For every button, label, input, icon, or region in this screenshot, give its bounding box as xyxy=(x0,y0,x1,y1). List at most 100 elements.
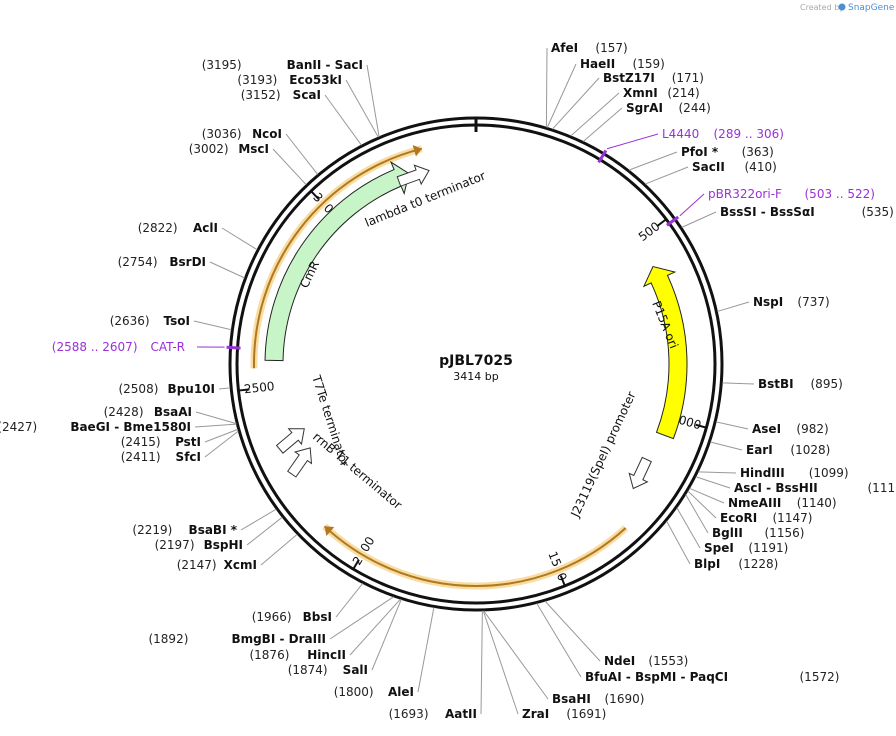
site-xcmi[interactable]: XcmI(2147) xyxy=(177,533,298,572)
site-connector xyxy=(272,148,307,186)
site-bsabi[interactable]: BsaBI *(2219) xyxy=(132,508,277,537)
site-asci-bsshii[interactable]: AscI - BssHII(1111) xyxy=(695,476,896,495)
site-bmgbi-draiii[interactable]: BmgBI - DraIII (1892) xyxy=(148,596,394,646)
primer-pbr322ori-f[interactable]: pBR322ori-F(503 .. 522) xyxy=(666,187,875,227)
site-xmni[interactable]: XmnI(214) xyxy=(570,86,700,137)
site-bsrdi[interactable]: BsrDI(2754) xyxy=(118,255,245,279)
site-bstz17i[interactable]: BstZ17I(171) xyxy=(552,71,704,130)
site-name: AleI xyxy=(388,685,414,699)
site-name: SgrAI xyxy=(626,101,663,115)
site-blpi[interactable]: BlpI(1228) xyxy=(666,520,779,571)
site-name: BsaBI * xyxy=(189,523,238,537)
site-eari[interactable]: EarI(1028) xyxy=(710,441,830,457)
site-position: (1228) xyxy=(738,557,778,571)
site-asei[interactable]: AseI (982) xyxy=(716,421,829,436)
site-baegi-bme1580i[interactable]: BaeGI - Bme1580I(2427) xyxy=(0,420,237,434)
site-bstbi[interactable]: BstBI(895) xyxy=(722,377,843,391)
site-sgrai[interactable]: SgrAI(244) xyxy=(582,101,711,142)
site-position: (2636) xyxy=(110,314,150,328)
site-name: BanII - SacI xyxy=(287,58,363,72)
site-position: (2428) xyxy=(104,405,144,419)
credit-text: Created by xyxy=(800,3,844,12)
site-name: BstBI xyxy=(758,377,794,391)
site-name: MscI xyxy=(238,142,269,156)
site-scai[interactable]: ScaI(3152) xyxy=(241,88,362,146)
primer-mark xyxy=(597,149,608,164)
site-bglii[interactable]: BglII(1156) xyxy=(685,494,805,540)
site-hindiii[interactable]: HindIII(1099) xyxy=(698,466,849,480)
site-ecori[interactable]: EcoRI(1147) xyxy=(687,490,813,525)
site-acli[interactable]: AclI(2822) xyxy=(138,221,258,251)
site-alei[interactable]: AleI(1800) xyxy=(334,607,435,699)
site-bsaai[interactable]: BsaAI(2428) xyxy=(104,405,237,425)
site-connector xyxy=(544,600,601,662)
site-connector xyxy=(685,494,709,534)
primer-cat-r[interactable]: CAT-R(2588 .. 2607) xyxy=(52,340,241,354)
site-position: (1892) xyxy=(148,632,188,646)
site-bbsi[interactable]: BbsI(1966) xyxy=(252,583,364,624)
site-name: TsoI xyxy=(164,314,190,328)
restriction-sites: AfeI(157)HaeII(159)BstZ17I(171)XmnI(214)… xyxy=(0,41,896,721)
site-connector xyxy=(666,520,691,565)
primer-name: CAT-R xyxy=(150,340,185,354)
site-position: (159) xyxy=(633,57,665,71)
site-name: NmeAIII xyxy=(728,496,781,510)
primer-l4440[interactable]: L4440(289 .. 306) xyxy=(597,127,784,164)
site-bsphi[interactable]: BspHI(2197) xyxy=(155,516,283,552)
site-sfci[interactable]: SfcI(2411) xyxy=(121,430,239,464)
site-name: BmgBI - DraIII xyxy=(231,632,326,646)
site-spei[interactable]: SpeI(1191) xyxy=(676,507,788,555)
site-bfuai-bspmi-paqci[interactable]: BfuAI - BspMI - PaqCI(1572) xyxy=(536,603,840,684)
site-bsssi-bsss-i[interactable]: BssSI - BssSαI(535) xyxy=(681,205,894,228)
site-ndei[interactable]: NdeI(1553) xyxy=(544,600,688,668)
site-name: ZraI xyxy=(522,707,549,721)
site-psti[interactable]: PstI (2415) xyxy=(121,428,238,449)
site-position: (2411) xyxy=(121,450,161,464)
site-position: (171) xyxy=(672,71,704,85)
site-position: (214) xyxy=(667,86,699,100)
site-name: NdeI xyxy=(604,654,635,668)
site-name: PstI xyxy=(175,435,201,449)
site-ncoi[interactable]: NcoI(3036) xyxy=(202,127,319,175)
site-aatii[interactable]: AatII(1693) xyxy=(389,610,483,721)
tick-label: 500 xyxy=(636,219,663,244)
site-bsahi[interactable]: BsaHI(1690) xyxy=(483,610,645,706)
tick-mark xyxy=(559,575,566,587)
site-afei[interactable]: AfeI(157) xyxy=(545,41,628,128)
site-nspi[interactable]: NspI(737) xyxy=(717,295,830,312)
site-connector xyxy=(209,261,245,279)
feature-lambda-t0-terminator-icon xyxy=(396,164,430,187)
site-name: AfeI xyxy=(551,41,578,55)
site-connector xyxy=(483,610,549,700)
site-banii-saci[interactable]: BanII - SacI(3195) xyxy=(202,58,380,137)
orf-lower xyxy=(323,525,627,587)
site-position: (2415) xyxy=(121,435,161,449)
site-connector xyxy=(193,320,232,331)
site-name: SpeI xyxy=(704,541,734,555)
site-position: (1691) xyxy=(566,707,606,721)
site-hincii[interactable]: HincII(1876) xyxy=(249,598,401,662)
site-zrai[interactable]: ZraI (1691) xyxy=(482,610,606,721)
site-connector xyxy=(218,387,231,390)
site-nmeaiii[interactable]: NmeAIII(1140) xyxy=(689,487,837,510)
tick-mark xyxy=(656,218,667,227)
site-tsoi[interactable]: TsoI (2636) xyxy=(110,314,232,331)
site-eco53ki[interactable]: Eco53kI(3193) xyxy=(237,73,379,138)
site-bpu10i[interactable]: Bpu10I(2508) xyxy=(118,382,231,396)
site-msci[interactable]: MscI(3002) xyxy=(189,142,307,186)
site-name: BaeGI - Bme1580I xyxy=(70,420,191,434)
site-name: AseI xyxy=(752,422,781,436)
site-name: EarI xyxy=(746,443,773,457)
site-haeii[interactable]: HaeII(159) xyxy=(546,57,665,128)
site-position: (982) xyxy=(796,422,828,436)
primer-range: (503 .. 522) xyxy=(805,187,875,201)
primer-connector xyxy=(679,193,705,217)
site-connector xyxy=(717,301,750,312)
site-position: (1690) xyxy=(605,692,645,706)
site-pfoi[interactable]: PfoI *(363) xyxy=(628,145,774,171)
feature-t7te-terminator-icon xyxy=(275,428,305,454)
site-name: Eco53kI xyxy=(289,73,342,87)
site-sacii[interactable]: SacII(410) xyxy=(645,160,777,185)
site-sali[interactable]: SalI(1874) xyxy=(288,599,402,677)
